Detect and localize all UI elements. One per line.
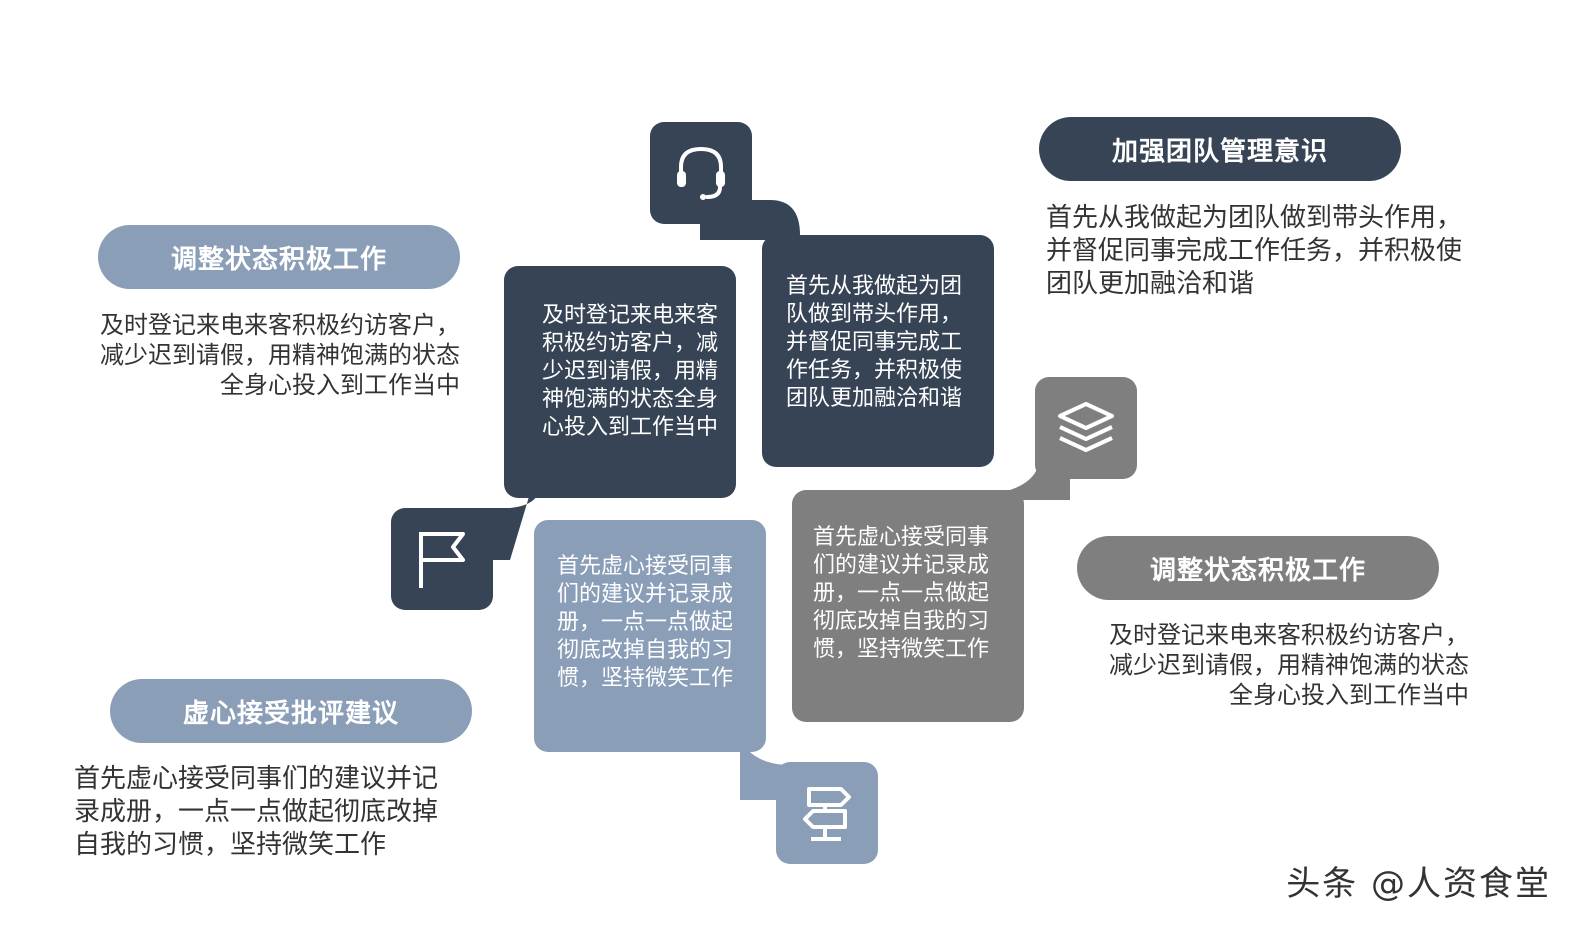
card-group-top-left bbox=[391, 266, 736, 610]
headset-icon bbox=[651, 123, 751, 223]
right-top-title-pill: 加强团队管理意识 bbox=[1039, 117, 1401, 181]
card-bottom-right-text: 首先虚心接受同事们的建议并记录成册，一点一点做起彻底改掉自我的习惯，坚持微笑工作 bbox=[813, 525, 990, 662]
left-bottom-description: 首先虚心接受同事们的建议并记录成册，一点一点做起彻底改掉自我的习惯，坚持微笑工作 bbox=[74, 764, 439, 860]
watermark: 头条 @人资食堂 bbox=[1286, 864, 1551, 904]
card-bottom-left-text: 首先虚心接受同事们的建议并记录成册，一点一点做起彻底改掉自我的习惯，坚持微笑工作 bbox=[557, 554, 734, 691]
signpost-icon bbox=[777, 763, 877, 863]
left-bottom-title: 虚心接受批评建议 bbox=[182, 698, 399, 729]
left-bottom-title-pill: 虚心接受批评建议 bbox=[110, 679, 472, 743]
card-group-top-right bbox=[650, 122, 994, 467]
card-group-bottom-left bbox=[534, 520, 878, 864]
card-top-right-text: 首先从我做起为团队做到带头作用，并督促同事完成工作任务，并积极使团队更加融洽和谐 bbox=[786, 274, 963, 411]
right-bottom-title-pill: 调整状态积极工作 bbox=[1077, 536, 1439, 600]
flag-icon bbox=[392, 509, 492, 609]
right-top-title: 加强团队管理意识 bbox=[1111, 136, 1328, 167]
left-top-title: 调整状态积极工作 bbox=[170, 244, 387, 275]
right-bottom-description: 及时登记来电来客积极约访客户，减少迟到请假，用精神饱满的状态全身心投入到工作当中 bbox=[1109, 621, 1469, 709]
right-top-description: 首先从我做起为团队做到带头作用，并督促同事完成工作任务，并积极使团队更加融洽和谐 bbox=[1046, 203, 1463, 299]
right-bottom-title: 调整状态积极工作 bbox=[1149, 555, 1366, 586]
left-top-description: 及时登记来电来客积极约访客户，减少迟到请假，用精神饱满的状态全身心投入到工作当中 bbox=[100, 311, 460, 399]
layers-icon bbox=[1036, 378, 1136, 478]
left-top-title-pill: 调整状态积极工作 bbox=[98, 225, 460, 289]
card-top-left-text: 及时登记来电来客积极约访客户，减少迟到请假，用精神饱满的状态全身心投入到工作当中 bbox=[541, 303, 718, 440]
